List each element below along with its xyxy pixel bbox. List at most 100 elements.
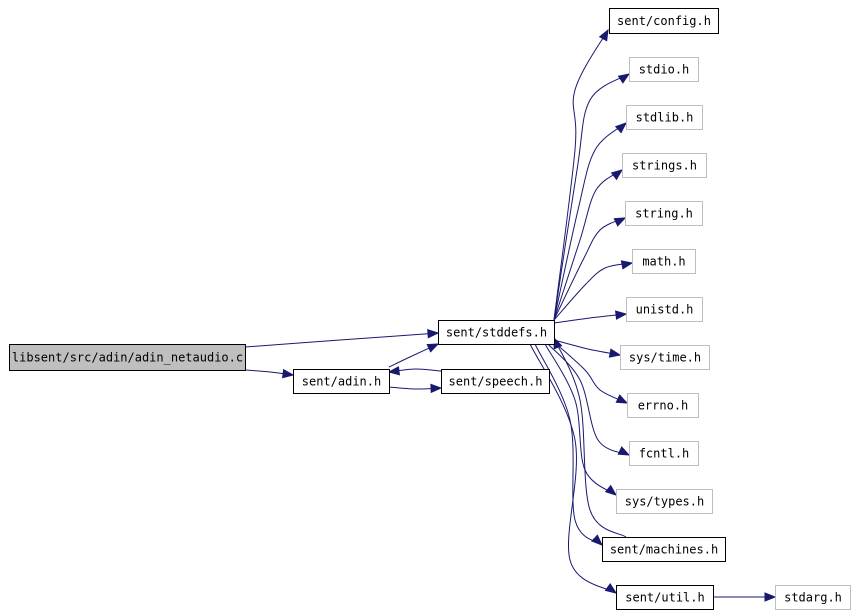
edge-stddefs-to-errno [553, 341, 629, 404]
node-speech[interactable]: sent/speech.h [441, 369, 550, 394]
node-label: sent/machines.h [610, 543, 718, 557]
node-box [775, 585, 851, 610]
edge-arrowhead [615, 310, 628, 320]
edge-line [244, 332, 439, 348]
node-config[interactable]: sent/config.h [609, 8, 719, 34]
node-box [629, 441, 699, 466]
node-box[interactable] [602, 537, 726, 562]
edge-arrowhead [617, 73, 631, 84]
node-box[interactable] [441, 369, 550, 394]
node-label: sent/speech.h [449, 375, 543, 389]
node-strings: strings.h [622, 153, 707, 178]
node-box [625, 201, 703, 226]
node-fcntl: fcntl.h [629, 441, 699, 466]
node-unistd: unistd.h [626, 297, 703, 322]
node-label: stdlib.h [636, 111, 694, 125]
node-stdarg: stdarg.h [775, 585, 851, 610]
edge-line [553, 217, 626, 321]
edge-arrowhead [591, 534, 603, 546]
node-box [627, 393, 699, 418]
edge-adin-to-stddefs [388, 343, 440, 368]
node-label: libsent/src/adin/adin_netaudio.c [12, 351, 243, 365]
edge-arrowhead [604, 583, 618, 594]
edge-line [534, 343, 603, 546]
edge-stddefs-to-string [553, 217, 627, 321]
node-label: string.h [635, 207, 693, 221]
edge-line [553, 122, 627, 321]
node-label: sys/types.h [625, 495, 704, 509]
edge-line [553, 313, 627, 324]
edge-arrowhead [427, 328, 440, 339]
node-main[interactable]: libsent/src/adin/adin_netaudio.c [9, 344, 246, 371]
edge-line [547, 343, 630, 456]
node-label: sys/time.h [629, 351, 701, 365]
node-label: sent/stddefs.h [446, 326, 547, 340]
edge-main-to-adin [244, 368, 295, 379]
node-box [629, 57, 699, 82]
edge-arrowhead [610, 169, 624, 181]
node-box[interactable] [616, 585, 714, 610]
edge-arrowhead [615, 394, 629, 404]
edge-line [529, 343, 617, 594]
node-stdlib: stdlib.h [626, 105, 703, 130]
edge-speech-to-adin [387, 366, 442, 376]
edge-line [553, 337, 627, 538]
edge-stddefs-to-fcntl [547, 343, 631, 456]
edge-line [553, 29, 609, 321]
node-adin[interactable]: sent/adin.h [293, 369, 390, 394]
edge-arrowhead [620, 260, 634, 270]
edge-machines-to-stddefs [553, 336, 627, 538]
edge-stddefs-to-stdlib [553, 122, 628, 321]
node-box [632, 249, 696, 274]
edge-line [553, 169, 623, 321]
node-box[interactable] [293, 369, 390, 394]
edge-arrowhead [282, 368, 295, 379]
edge-line [544, 343, 617, 496]
node-box [626, 105, 703, 130]
edge-arrowhead [426, 343, 440, 353]
edge-arrowhead [598, 28, 609, 42]
edge-line [553, 262, 633, 321]
edge-arrowhead [430, 383, 443, 394]
edge-stddefs-to-stdio [553, 73, 631, 321]
node-machines[interactable]: sent/machines.h [602, 537, 726, 562]
node-stddefs[interactable]: sent/stddefs.h [438, 320, 555, 345]
node-label: strings.h [632, 159, 697, 173]
nodes-layer: libsent/src/adin/adin_netaudio.c sent/adi… [9, 8, 851, 610]
node-box[interactable] [9, 344, 246, 371]
node-systypes: sys/types.h [616, 489, 713, 514]
edge-arrowhead [617, 446, 631, 456]
edge-stddefs-to-util [529, 343, 618, 594]
node-label: errno.h [638, 399, 689, 413]
edges-layer [244, 28, 777, 602]
node-label: stdio.h [639, 63, 690, 77]
edge-stddefs-to-math [553, 260, 634, 321]
node-label: sent/util.h [625, 591, 704, 605]
node-systime: sys/time.h [620, 345, 710, 370]
node-label: fcntl.h [639, 447, 690, 461]
node-label: stdarg.h [784, 591, 842, 605]
node-stdio: stdio.h [629, 57, 699, 82]
node-string: string.h [625, 201, 703, 226]
node-box [622, 153, 707, 178]
edge-util-to-stdarg [712, 592, 777, 602]
node-label: sent/config.h [617, 14, 711, 28]
node-box[interactable] [609, 8, 719, 34]
edge-stddefs-to-config [553, 28, 609, 321]
edge-stddefs-to-systime [553, 339, 622, 358]
edge-stddefs-to-machines [534, 343, 603, 546]
node-util[interactable]: sent/util.h [616, 585, 714, 610]
edge-line [553, 73, 630, 321]
node-box [620, 345, 710, 370]
edge-main-to-stddefs [244, 328, 440, 348]
node-label: math.h [642, 255, 685, 269]
edge-line [553, 341, 628, 404]
node-box [616, 489, 713, 514]
edge-arrowhead [608, 348, 622, 358]
node-box[interactable] [438, 320, 555, 345]
edge-arrowhead [614, 122, 628, 134]
edge-arrowhead [764, 592, 777, 602]
node-label: unistd.h [636, 303, 694, 317]
edge-adin-to-speech [388, 383, 443, 394]
